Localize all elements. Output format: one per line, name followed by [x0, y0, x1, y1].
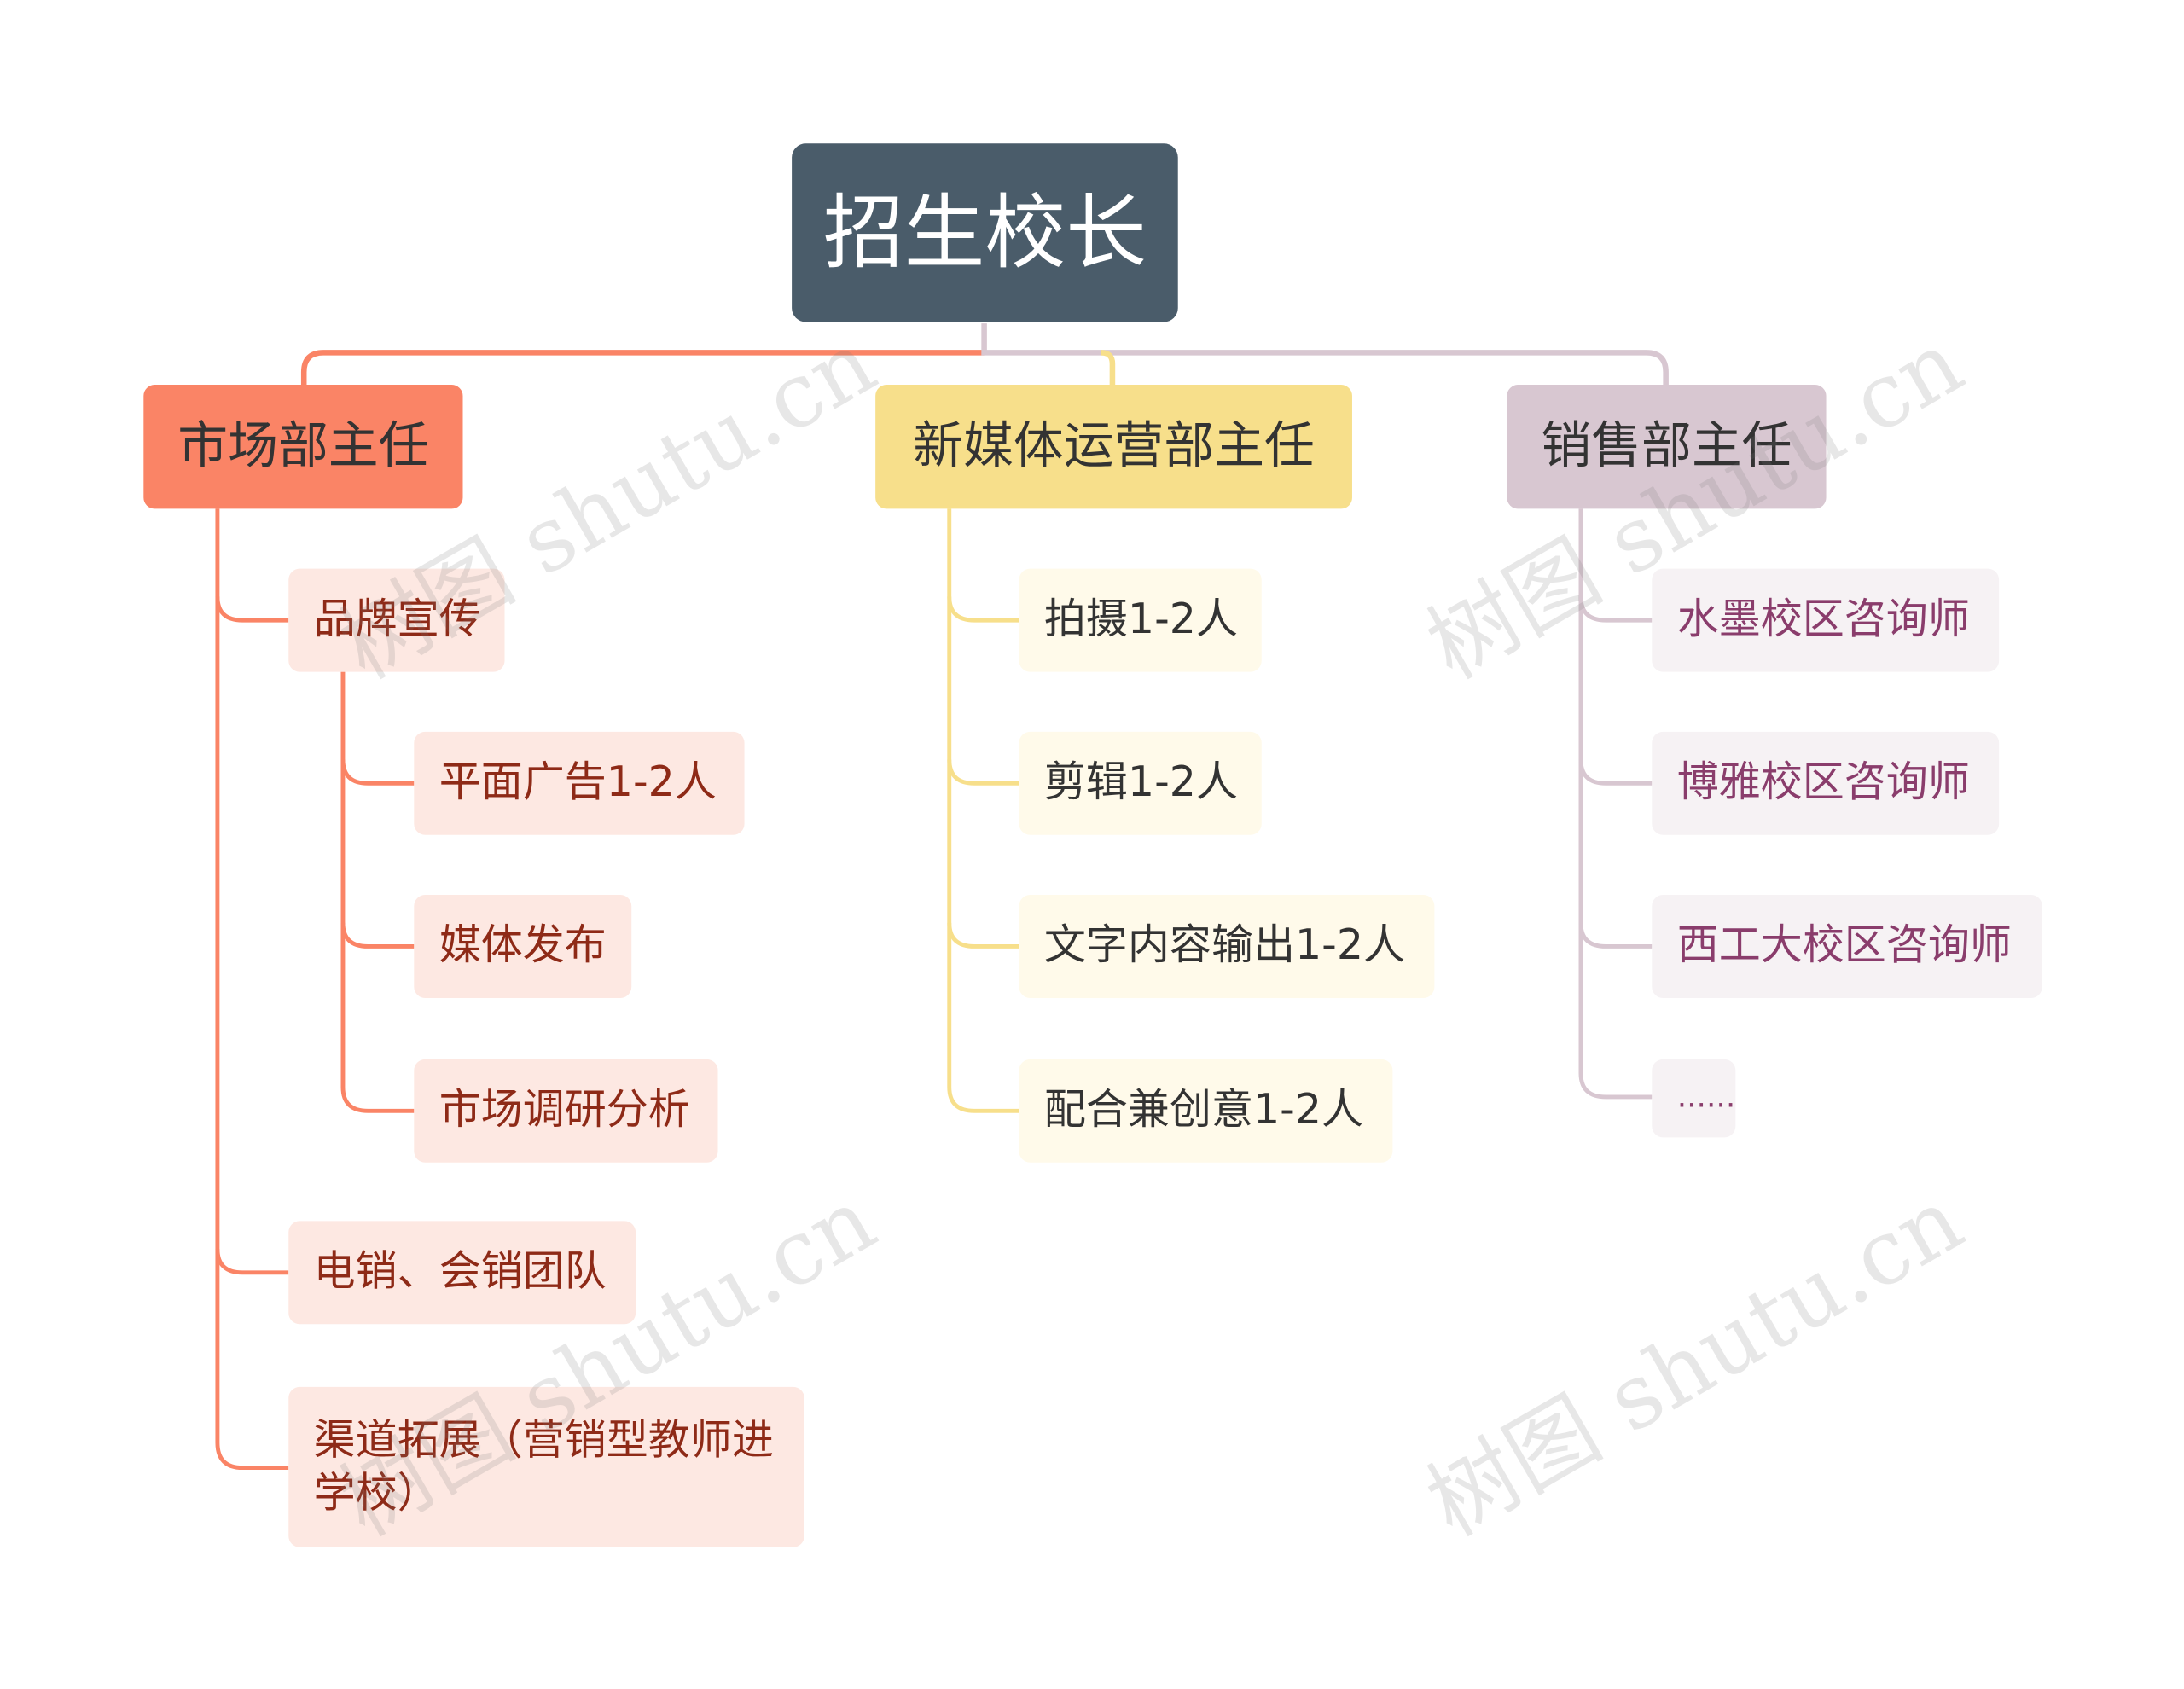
node-label: 西工大校区咨询师	[1676, 921, 2012, 971]
root-label: 招生校长	[822, 184, 1147, 281]
node-label: 品牌宣传	[313, 595, 481, 645]
node-xigongda-consultant[interactable]: 西工大校区咨询师	[1652, 895, 2042, 998]
node-more[interactable]: ......	[1652, 1059, 1736, 1138]
branch-new-media-director[interactable]: 新媒体运营部主任	[875, 384, 1352, 509]
node-label: 水墨校区咨询师	[1676, 595, 1970, 645]
connector-brand-media	[340, 922, 415, 949]
connector-media-3	[947, 922, 1019, 949]
connector-media-2	[947, 759, 1019, 786]
node-media-release[interactable]: 媒体发布	[414, 895, 632, 998]
branch-market-director[interactable]: 市场部主任	[143, 384, 463, 509]
node-label: 拍摄1-2人	[1043, 595, 1238, 645]
node-label: 渠道拓展（营销型教师进学校）	[313, 1416, 774, 1518]
node-label: ......	[1676, 1080, 1736, 1116]
branch-sales-director[interactable]: 销售部主任	[1507, 384, 1827, 509]
connector-market-brand	[215, 596, 289, 623]
connector-sales-trunk	[1578, 508, 1653, 1100]
root-node[interactable]: 招生校长	[792, 143, 1178, 322]
node-shuimo-consultant[interactable]: 水墨校区咨询师	[1652, 568, 2000, 672]
node-editing[interactable]: 剪辑1-2人	[1019, 731, 1262, 835]
node-print-ads[interactable]: 平面广告1-2人	[414, 731, 745, 835]
node-telesales-team[interactable]: 电销、会销团队	[288, 1221, 636, 1325]
node-market-research[interactable]: 市场调研分析	[414, 1059, 718, 1163]
connector-sales-1	[1578, 596, 1653, 623]
node-label: 平面广告1-2人	[439, 758, 717, 808]
node-content-output[interactable]: 文字内容输出1-2人	[1019, 895, 1435, 998]
connector-brand-trunk	[340, 671, 415, 1113]
connector-root-media	[1101, 350, 1116, 385]
connector-market-telesales	[215, 1248, 289, 1275]
connector-media-1	[947, 596, 1019, 623]
node-label: 电销、会销团队	[313, 1247, 607, 1297]
branch-label: 销售部主任	[1541, 418, 1792, 476]
node-label: 文字内容输出1-2人	[1043, 921, 1406, 971]
connector-brand-print	[340, 759, 415, 786]
branch-label: 市场部主任	[177, 418, 429, 476]
node-brand-promotion[interactable]: 品牌宣传	[288, 568, 505, 672]
node-label: 市场调研分析	[439, 1086, 690, 1135]
branch-label: 新媒体运营部主任	[913, 418, 1315, 476]
node-creative[interactable]: 配合兼创意1-2人	[1019, 1059, 1393, 1163]
node-label: 媒体发布	[439, 921, 607, 971]
node-channel-expansion[interactable]: 渠道拓展（营销型教师进学校）	[288, 1386, 804, 1547]
connector-root-market	[300, 350, 985, 385]
node-label: 配合兼创意1-2人	[1043, 1086, 1364, 1135]
node-label: 剪辑1-2人	[1043, 758, 1238, 808]
node-label: 博雅校区咨询师	[1676, 758, 1970, 808]
connector-market-trunk	[215, 508, 289, 1471]
node-boya-consultant[interactable]: 博雅校区咨询师	[1652, 731, 2000, 835]
node-shooting[interactable]: 拍摄1-2人	[1019, 568, 1262, 672]
connector-root-sales	[981, 323, 1669, 385]
connector-sales-2	[1578, 759, 1653, 786]
connector-sales-3	[1578, 922, 1653, 949]
connector-media-trunk	[947, 508, 1019, 1113]
